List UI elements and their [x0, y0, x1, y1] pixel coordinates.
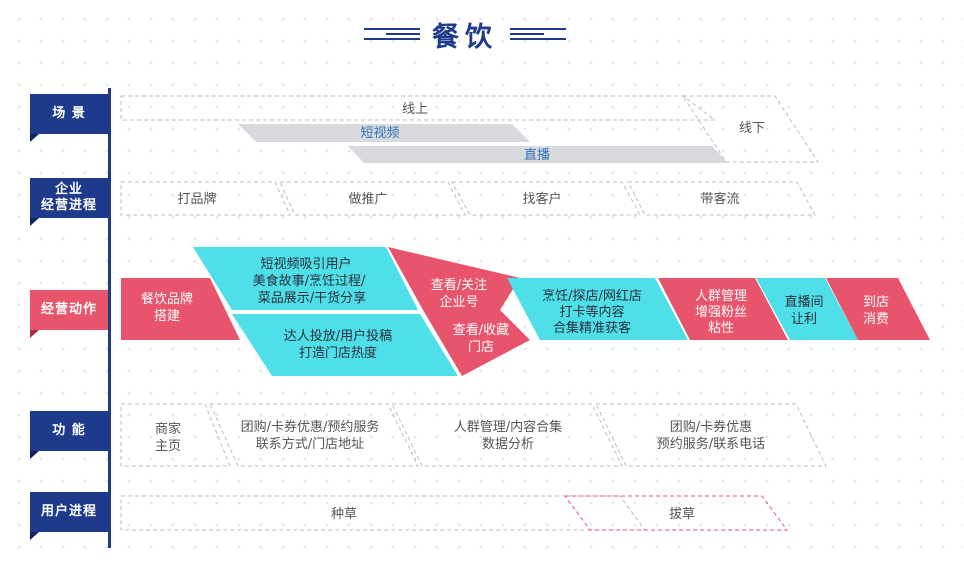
action-short-video-top-block	[193, 247, 418, 310]
scene-short-video-text: 短视频	[360, 126, 399, 141]
feature-home-box	[120, 403, 231, 467]
scene-live-band	[348, 146, 728, 163]
action-view-block	[388, 247, 530, 376]
row-label-features: 功 能	[30, 411, 108, 459]
action-content-line-2: 打卡等内容	[559, 304, 624, 320]
title-block: 餐饮	[360, 14, 570, 54]
process-step-4-box	[627, 181, 816, 216]
feature-3-box	[595, 403, 827, 467]
user-seed-box	[120, 495, 646, 531]
action-crowd-block	[658, 278, 788, 340]
process-step-2-text: 做推广	[348, 192, 387, 207]
row-label-actions-text: 经营动作	[40, 302, 97, 317]
action-live-deal-line-1: 直播间	[784, 295, 823, 310]
action-short-video-bottom-line-2: 打造门店热度	[299, 345, 377, 361]
action-content-line-1: 烹饪/探店/网红店	[542, 288, 642, 304]
feature-3-line-1: 团购/卡券优惠	[670, 419, 752, 435]
title-decoration-right	[510, 26, 566, 42]
action-brand-line-2: 搭建	[154, 308, 180, 324]
scene-online-box	[120, 95, 717, 121]
feature-3-line-2: 预约服务/联系电话	[657, 436, 765, 452]
action-crowd-line-2: 增强粉丝	[695, 305, 747, 320]
action-view-bottom-line-2: 门店	[468, 340, 494, 355]
row-label-process-text: 企业 经营进程	[40, 182, 97, 213]
row-label-user-text: 用户进程	[40, 504, 97, 519]
action-store-line-1: 到店	[863, 295, 889, 310]
row-label-scene: 场 景	[30, 94, 108, 142]
scene-offline-box	[682, 95, 819, 163]
action-content-line-3: 合集精准获客	[553, 320, 631, 336]
action-store-line-2: 消费	[863, 312, 889, 327]
process-step-3-text: 找客户	[522, 191, 561, 207]
action-live-deal-block	[756, 278, 858, 340]
row-label-process: 企业 经营进程	[30, 178, 108, 226]
process-step-1-text: 打品牌	[177, 191, 216, 207]
process-step-1-box	[120, 181, 291, 216]
user-pull-box	[564, 495, 788, 531]
action-short-video-bottom-line-1: 达人投放/用户投稿	[284, 328, 392, 344]
feature-home-line-1: 商家	[155, 421, 181, 437]
action-crowd-line-3: 粘性	[708, 321, 734, 336]
feature-2-box	[391, 403, 623, 467]
row-label-user: 用户进程	[30, 492, 108, 540]
action-live-deal-line-2: 让利	[791, 312, 817, 327]
user-pull-text: 拔草	[669, 507, 695, 522]
scene-offline-text: 线下	[739, 121, 765, 136]
user-seed-text: 种草	[331, 507, 357, 522]
action-short-video-top-line-3: 菜品展示/干货分享	[258, 290, 366, 306]
action-view-top-line-2: 企业号	[439, 294, 478, 310]
feature-2-line-1: 人群管理/内容合集	[454, 419, 562, 435]
feature-1-line-1: 团购/卡券优惠/预约服务	[241, 419, 380, 435]
process-step-4-text: 带客流	[700, 191, 739, 207]
title-decoration-left	[364, 26, 420, 42]
action-short-video-top-line-1: 短视频吸引用户	[260, 256, 351, 272]
process-step-2-box	[279, 181, 466, 216]
vertical-axis-line	[108, 88, 111, 548]
feature-2-line-2: 数据分析	[482, 437, 534, 452]
action-brand-line-1: 餐饮品牌	[141, 291, 193, 307]
scene-short-video-band	[238, 124, 530, 142]
row-label-actions: 经营动作	[30, 290, 108, 338]
action-brand-block	[121, 278, 240, 340]
action-view-bottom-line-1: 查看/收藏	[453, 322, 509, 338]
scene-online-text: 线上	[402, 102, 428, 117]
feature-1-line-2: 联系方式/门店地址	[256, 436, 364, 452]
action-crowd-line-1: 人群管理	[695, 289, 747, 304]
action-store-block	[826, 278, 930, 340]
action-short-video-top-line-2: 美食故事/烹饪过程/	[253, 273, 366, 289]
row-label-scene-text: 场 景	[52, 106, 86, 121]
scene-live-text: 直播	[524, 148, 550, 163]
action-short-video-bottom-block	[232, 314, 458, 376]
row-label-features-text: 功 能	[52, 423, 86, 438]
action-view-top-line-1: 查看/关注	[431, 277, 487, 293]
feature-home-line-2: 主页	[155, 439, 181, 454]
page-title: 餐饮	[432, 21, 498, 53]
process-step-3-box	[451, 181, 641, 216]
feature-1-box	[209, 403, 419, 467]
action-content-block	[507, 278, 688, 340]
